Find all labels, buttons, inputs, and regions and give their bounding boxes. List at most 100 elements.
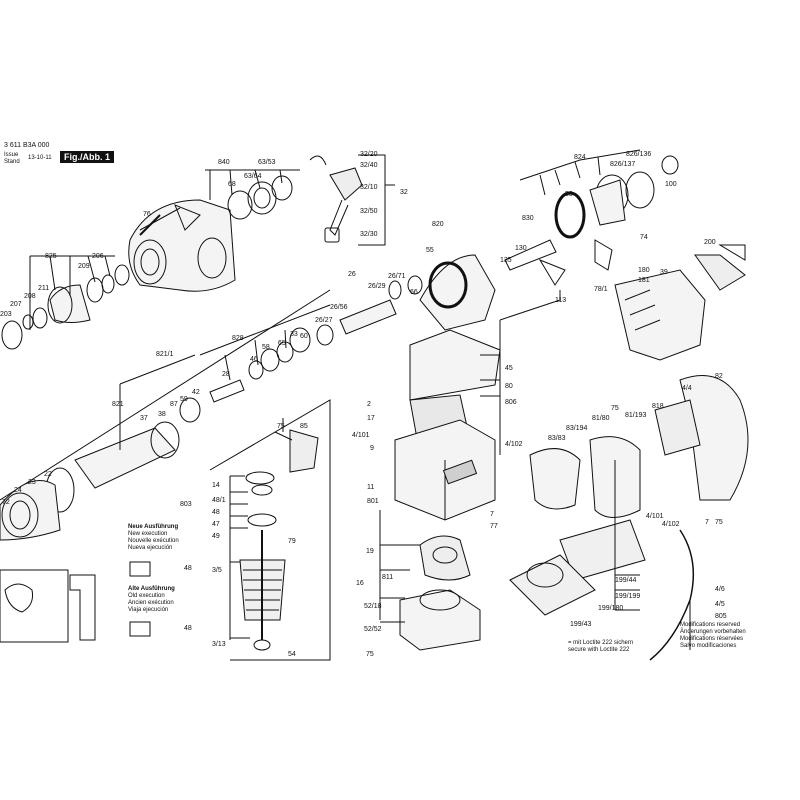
part-label: 26/56 bbox=[330, 304, 348, 311]
part-label: 26/29 bbox=[368, 283, 386, 290]
switch-group bbox=[309, 154, 395, 246]
part-label: 87 bbox=[170, 401, 178, 408]
part-label: 55 bbox=[426, 247, 434, 254]
inset-frame bbox=[0, 569, 69, 643]
gear-housing-group bbox=[128, 175, 293, 292]
armature-group bbox=[229, 471, 286, 651]
motor-housing-group bbox=[394, 254, 501, 521]
tool-holder-group bbox=[1, 264, 130, 350]
legend-new-line: New execution bbox=[128, 531, 168, 537]
part-label: 76 bbox=[143, 211, 151, 218]
rear-handle-group bbox=[509, 244, 749, 661]
part-label: 801 bbox=[367, 498, 379, 505]
part-label: 81/193 bbox=[625, 412, 647, 419]
part-label: 26/71 bbox=[388, 273, 406, 280]
part-label: 803 bbox=[180, 501, 192, 508]
part-label: 206 bbox=[92, 253, 104, 260]
legend-new-line: Neue Ausführung bbox=[128, 524, 179, 530]
part-label: 59 bbox=[180, 396, 188, 403]
part-label: 75 bbox=[277, 423, 285, 430]
part-label: 32/40 bbox=[360, 162, 378, 169]
part-label: 65 bbox=[278, 340, 286, 347]
modifications-note: Modifications reserved Änderungen vorbeh… bbox=[680, 622, 746, 650]
stand-label: Stand bbox=[4, 159, 20, 165]
issue-date: 13-10-11 bbox=[28, 155, 52, 161]
legend-new-execution: Neue Ausführung New execution Nouvelle e… bbox=[128, 524, 179, 552]
part-label: 52/52 bbox=[364, 626, 382, 633]
part-label: 818 bbox=[652, 403, 664, 410]
part-label: 135 bbox=[500, 257, 512, 264]
legend-new-line: Nueva ejecución bbox=[128, 545, 173, 551]
part-label: 78/1 bbox=[594, 286, 608, 293]
part-label: 63/64 bbox=[244, 173, 262, 180]
section-divider-right bbox=[499, 290, 561, 430]
part-label: 33 bbox=[290, 331, 298, 338]
part-label: 4/102 bbox=[505, 441, 523, 448]
part-label: 23 bbox=[28, 479, 36, 486]
part-label: 211 bbox=[38, 285, 49, 292]
drawing-code: 3 611 B3A 000 bbox=[4, 142, 50, 149]
part-label: 75 bbox=[611, 405, 619, 412]
part-label: 7 bbox=[490, 511, 494, 518]
part-label: 32 bbox=[400, 189, 408, 196]
legend-new-line: Nouvelle exécution bbox=[128, 538, 179, 544]
part-label: 4/5 bbox=[715, 601, 725, 608]
part-label: 75 bbox=[715, 519, 723, 526]
part-label: 28 bbox=[222, 371, 230, 378]
part-label: 199/44 bbox=[615, 577, 637, 584]
part-label: 37 bbox=[140, 415, 148, 422]
modifications-line: Änderungen vorbehalten bbox=[680, 629, 746, 635]
part-label: 72 bbox=[2, 499, 10, 506]
part-label: 4/101 bbox=[646, 513, 664, 520]
part-label: 4/101 bbox=[352, 432, 370, 439]
legend-old-icon bbox=[129, 621, 151, 637]
part-label: 47 bbox=[212, 521, 220, 528]
part-label: 811 bbox=[382, 574, 393, 581]
figure-label: Fig./Abb. 1 bbox=[60, 151, 114, 163]
part-label: 11 bbox=[367, 484, 374, 491]
part-label: 805 bbox=[715, 613, 727, 620]
part-label: 68 bbox=[228, 181, 236, 188]
part-label: 26 bbox=[348, 271, 356, 278]
part-label: 100 bbox=[665, 181, 677, 188]
part-label: 60 bbox=[300, 333, 308, 340]
part-label: 825 bbox=[45, 253, 57, 260]
part-label: 4/4 bbox=[682, 385, 692, 392]
piston-group bbox=[179, 280, 402, 423]
part-label: 82 bbox=[715, 373, 723, 380]
part-label: 77 bbox=[490, 523, 498, 530]
hammer-tube-group bbox=[0, 354, 196, 541]
loctite-line: = mit Loctite 222 sichern bbox=[568, 640, 634, 646]
part-label: 32/50 bbox=[360, 208, 378, 215]
part-label: 180 bbox=[638, 267, 650, 274]
part-label: 26/27 bbox=[315, 317, 333, 324]
section-divider-left bbox=[0, 289, 331, 661]
part-label: 58 bbox=[262, 344, 270, 351]
part-label: 32/30 bbox=[360, 231, 378, 238]
part-label: 208 bbox=[24, 293, 36, 300]
loctite-note: = mit Loctite 222 sichern secure with Lo… bbox=[568, 640, 633, 654]
part-label: 32/20 bbox=[360, 151, 378, 158]
base-housing-group bbox=[379, 510, 481, 651]
modifications-line: Modifications réservées bbox=[680, 636, 744, 642]
part-label: 79 bbox=[288, 538, 296, 545]
part-label: 4/6 bbox=[715, 586, 725, 593]
part-label: 53 bbox=[565, 191, 573, 198]
part-label: 203 bbox=[0, 311, 12, 318]
legend-new-part: 48 bbox=[184, 565, 192, 572]
part-label: 66 bbox=[410, 289, 418, 296]
legend-old-line: Old execution bbox=[128, 593, 165, 599]
part-label: 821/1 bbox=[156, 351, 174, 358]
part-label: 48 bbox=[212, 509, 220, 516]
part-label: 824 bbox=[574, 154, 586, 161]
part-label: 830 bbox=[522, 215, 534, 222]
gear-transmission-group bbox=[504, 155, 679, 286]
part-label: 48/1 bbox=[212, 497, 226, 504]
part-label: 199/180 bbox=[598, 605, 623, 612]
part-label: 826/137 bbox=[610, 161, 635, 168]
part-label: 80 bbox=[505, 383, 513, 390]
part-label: 83/83 bbox=[548, 435, 566, 442]
part-label: 46 bbox=[250, 356, 258, 363]
part-label: 75 bbox=[366, 651, 374, 658]
part-label: 24 bbox=[14, 487, 22, 494]
